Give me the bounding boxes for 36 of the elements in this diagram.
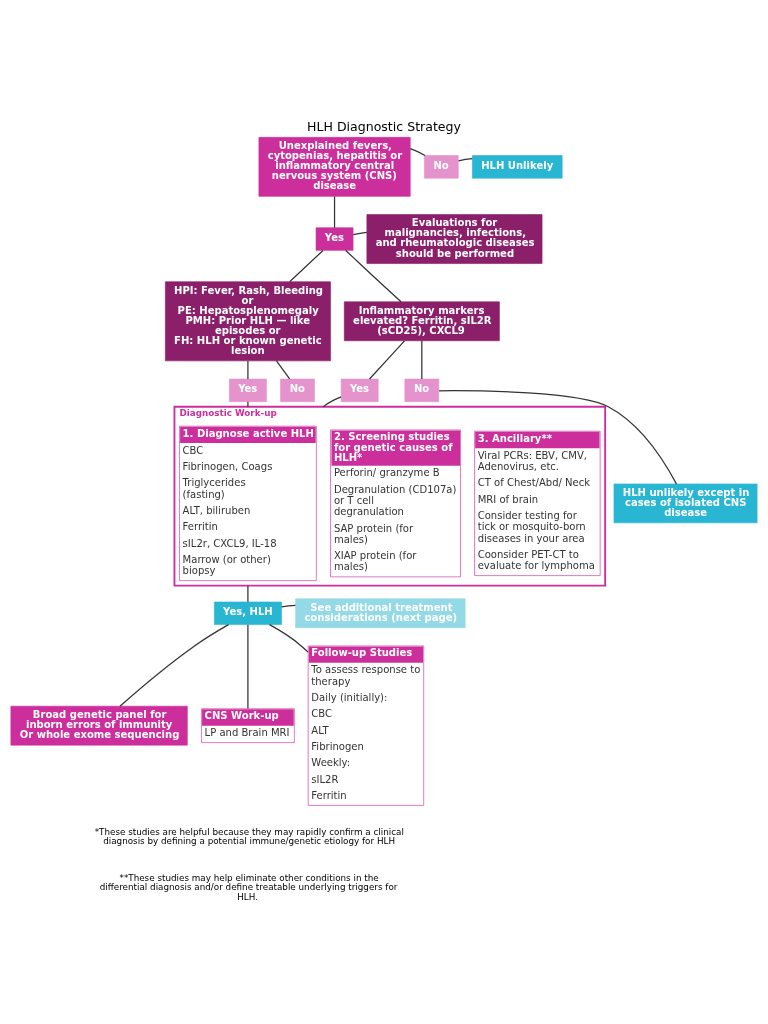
- node-box: No: [280, 378, 315, 402]
- connector: [457, 157, 473, 162]
- node-box: Broad genetic panel for inborn errors of immunity Or whole exome sequencing: [10, 705, 188, 745]
- node-box: No: [424, 154, 459, 178]
- connector: [119, 623, 230, 707]
- connector: [409, 147, 426, 156]
- connector: [247, 400, 249, 407]
- node-box: Unexplained fevers, cytopenias, hepatitis or inflammatory central nervous system (CNS) disease: [258, 136, 411, 197]
- connector: [247, 623, 249, 709]
- label: **These studies may help eliminate other conditions in the differential diagnosis and/or define treatable underlying triggers for HLH.: [99, 872, 398, 902]
- connector: [438, 389, 678, 485]
- connector: [345, 249, 402, 302]
- connector: [333, 195, 336, 228]
- connector: [289, 249, 324, 282]
- connector: [275, 359, 291, 380]
- diagram-title: HLH Diagnostic Strategy: [307, 118, 461, 134]
- node-box: Evaluations for malignancies, infections, and rheumatologic diseases should be performed: [366, 213, 543, 264]
- connector: [280, 604, 297, 607]
- label: *These studies are helpful because they may rapidly confirm a clinical diagnosis by defining a potential immune/genetic etiology for HLH: [94, 826, 404, 846]
- node-box: See additional treatment considerations (next page): [295, 598, 466, 628]
- node-box: Yes: [229, 378, 267, 402]
- node-box: HLH unlikely except in cases of isolated CNS disease: [613, 483, 758, 523]
- connector: [352, 231, 368, 235]
- connector: [368, 339, 406, 380]
- node-box: No: [404, 378, 440, 402]
- node-box: Yes: [315, 226, 354, 251]
- node-box: Yes, HLH: [214, 601, 282, 625]
- node-box: Inflammatory markers elevated? Ferritin, sIL2R (sCD25), CXCL9: [343, 301, 500, 341]
- connector: [247, 359, 249, 380]
- connector: [247, 584, 249, 602]
- connector: [421, 339, 423, 380]
- connector: [268, 623, 309, 653]
- node-box: HPI: Fever, Rash, Bleeding or PE: Hepatosplenomegaly PMH: Prior HLH — like episodes or FH: HLH or known genetic lesion: [165, 280, 331, 361]
- node-box: Yes: [340, 378, 379, 402]
- connector: [322, 395, 342, 407]
- node-box: HLH Unlikely: [472, 154, 563, 178]
